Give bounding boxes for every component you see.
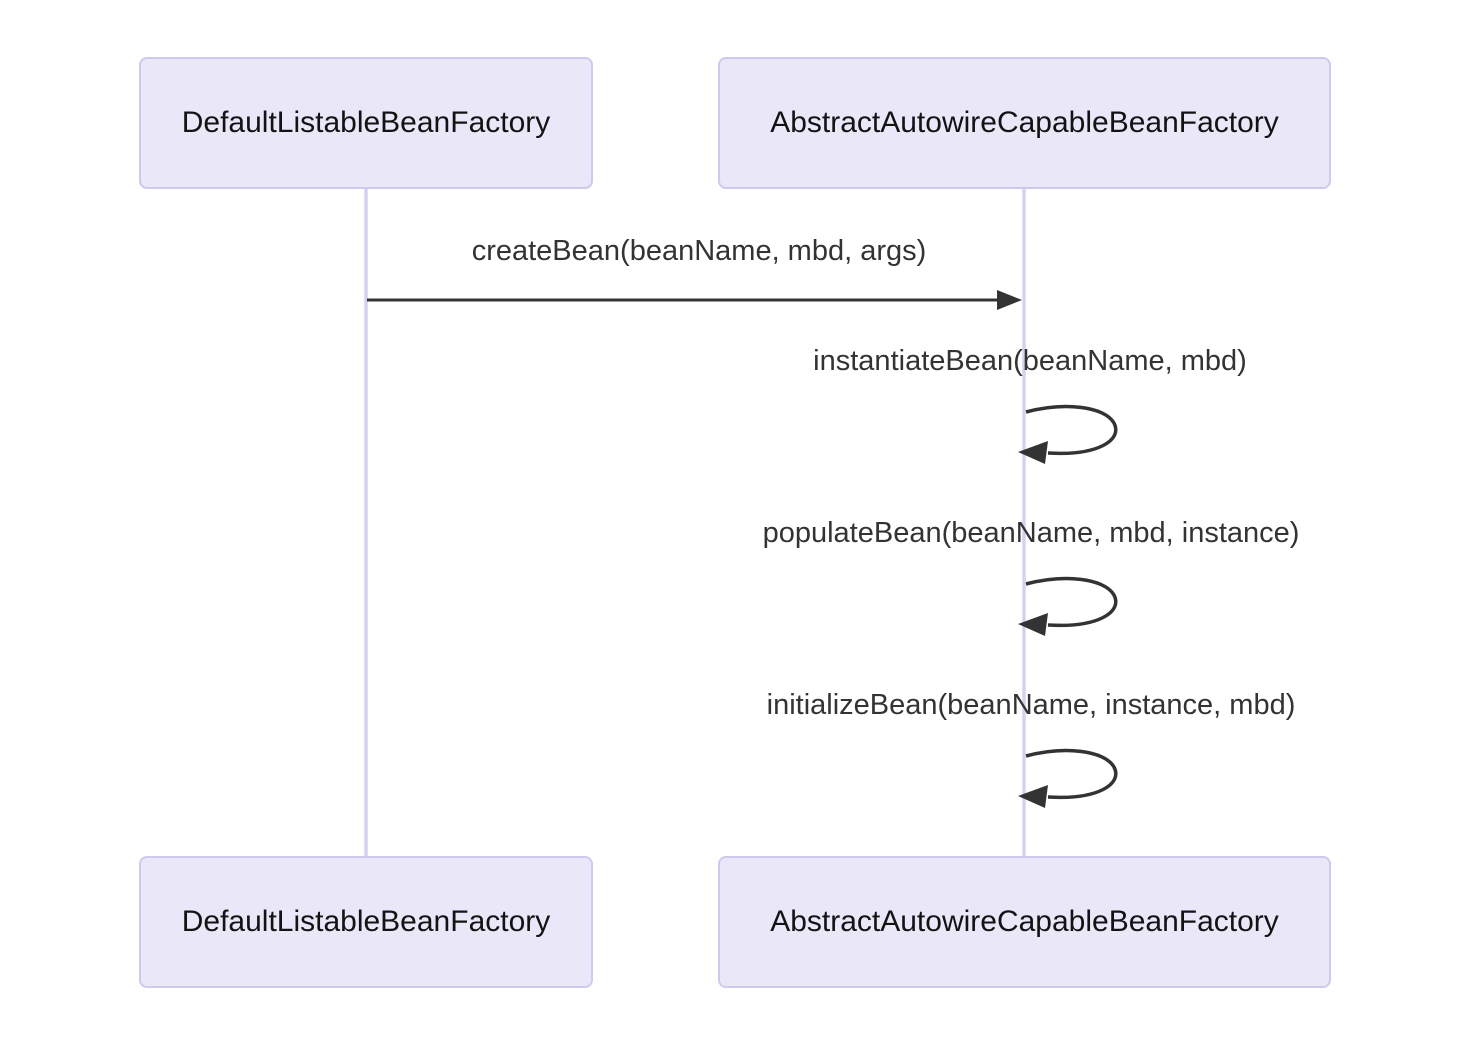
participant-label: DefaultListableBeanFactory (181, 905, 551, 938)
participant-box-top-abstractautowirecapablebeanfactory: AbstractAutowireCapableBeanFactory (718, 57, 1331, 189)
message-label-createbean: createBean(beanName, mbd, args) (471, 235, 927, 267)
participant-box-bottom-defaultlistablebeanfactory: DefaultListableBeanFactory (139, 856, 593, 988)
message-arrow-createbean (367, 290, 1022, 310)
participant-label: AbstractAutowireCapableBeanFactory (770, 106, 1279, 139)
message-label-instantiatebean: instantiateBean(beanName, mbd) (813, 345, 1247, 377)
self-loop-arrow-populatebean (1018, 576, 1118, 636)
message-label-initializebean: initializeBean(beanName, instance, mbd) (766, 689, 1296, 721)
participant-box-top-defaultlistablebeanfactory: DefaultListableBeanFactory (139, 57, 593, 189)
self-loop-arrow-initializebean (1018, 748, 1118, 808)
message-label-populatebean: populateBean(beanName, mbd, instance) (762, 517, 1300, 549)
participant-label: DefaultListableBeanFactory (181, 106, 551, 139)
participant-box-bottom-abstractautowirecapablebeanfactory: AbstractAutowireCapableBeanFactory (718, 856, 1331, 988)
self-loop-arrow-instantiatebean (1018, 404, 1118, 464)
participant-label: AbstractAutowireCapableBeanFactory (770, 905, 1279, 938)
